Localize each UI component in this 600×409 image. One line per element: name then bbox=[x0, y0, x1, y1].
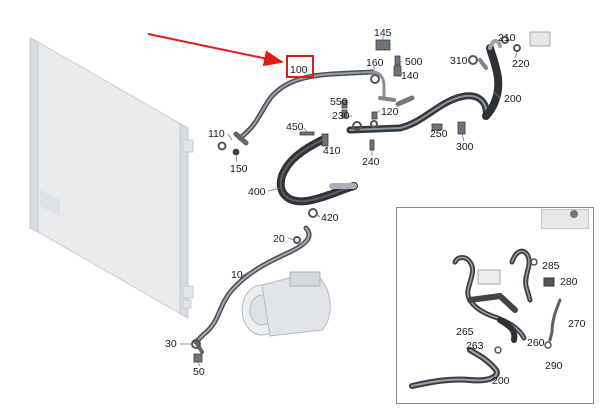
condenser bbox=[29, 37, 194, 319]
callout-300[interactable]: 300 bbox=[456, 141, 474, 153]
callout-150[interactable]: 150 bbox=[230, 163, 248, 175]
line-200-upper bbox=[346, 39, 503, 134]
callout-290[interactable]: 290 bbox=[545, 360, 563, 372]
callout-220[interactable]: 220 bbox=[512, 58, 530, 70]
callout-140[interactable]: 140 bbox=[401, 70, 419, 82]
callout-420[interactable]: 420 bbox=[321, 212, 339, 224]
callout-200-inset[interactable]: 200 bbox=[492, 375, 510, 387]
highlight-box-100 bbox=[286, 55, 314, 78]
callout-250[interactable]: 250 bbox=[430, 128, 448, 140]
callout-160[interactable]: 160 bbox=[366, 57, 384, 69]
leader-lines bbox=[180, 36, 518, 367]
callout-20[interactable]: 20 bbox=[273, 233, 285, 245]
callout-400[interactable]: 400 bbox=[248, 186, 266, 198]
callout-310[interactable]: 310 bbox=[450, 55, 468, 67]
pointer-arrow bbox=[147, 33, 284, 67]
callout-260[interactable]: 260 bbox=[527, 337, 545, 349]
callout-120[interactable]: 120 bbox=[381, 106, 399, 118]
callout-280[interactable]: 280 bbox=[560, 276, 578, 288]
callout-200-upper[interactable]: 200 bbox=[504, 93, 522, 105]
callout-450[interactable]: 450 bbox=[286, 121, 304, 133]
callout-240[interactable]: 240 bbox=[362, 156, 380, 168]
callout-50[interactable]: 50 bbox=[193, 366, 205, 378]
callout-30[interactable]: 30 bbox=[165, 338, 177, 350]
callout-10[interactable]: 10 bbox=[231, 269, 243, 281]
callout-210[interactable]: 210 bbox=[498, 32, 516, 44]
callout-285[interactable]: 285 bbox=[542, 260, 560, 272]
callout-230[interactable]: 230 bbox=[332, 110, 350, 122]
callout-100[interactable]: 100 bbox=[290, 64, 308, 76]
inset-overlay bbox=[409, 210, 578, 389]
callout-550[interactable]: 550 bbox=[330, 96, 348, 108]
callout-145[interactable]: 145 bbox=[374, 27, 392, 39]
callout-270[interactable]: 270 bbox=[568, 318, 586, 330]
callout-263[interactable]: 263 bbox=[466, 340, 484, 352]
callout-265[interactable]: 265 bbox=[456, 326, 474, 338]
compressor bbox=[241, 271, 331, 337]
callout-110[interactable]: 110 bbox=[208, 128, 225, 140]
callout-500[interactable]: 500 bbox=[405, 56, 423, 68]
callout-410[interactable]: 410 bbox=[323, 145, 341, 157]
line-400 bbox=[276, 136, 358, 206]
